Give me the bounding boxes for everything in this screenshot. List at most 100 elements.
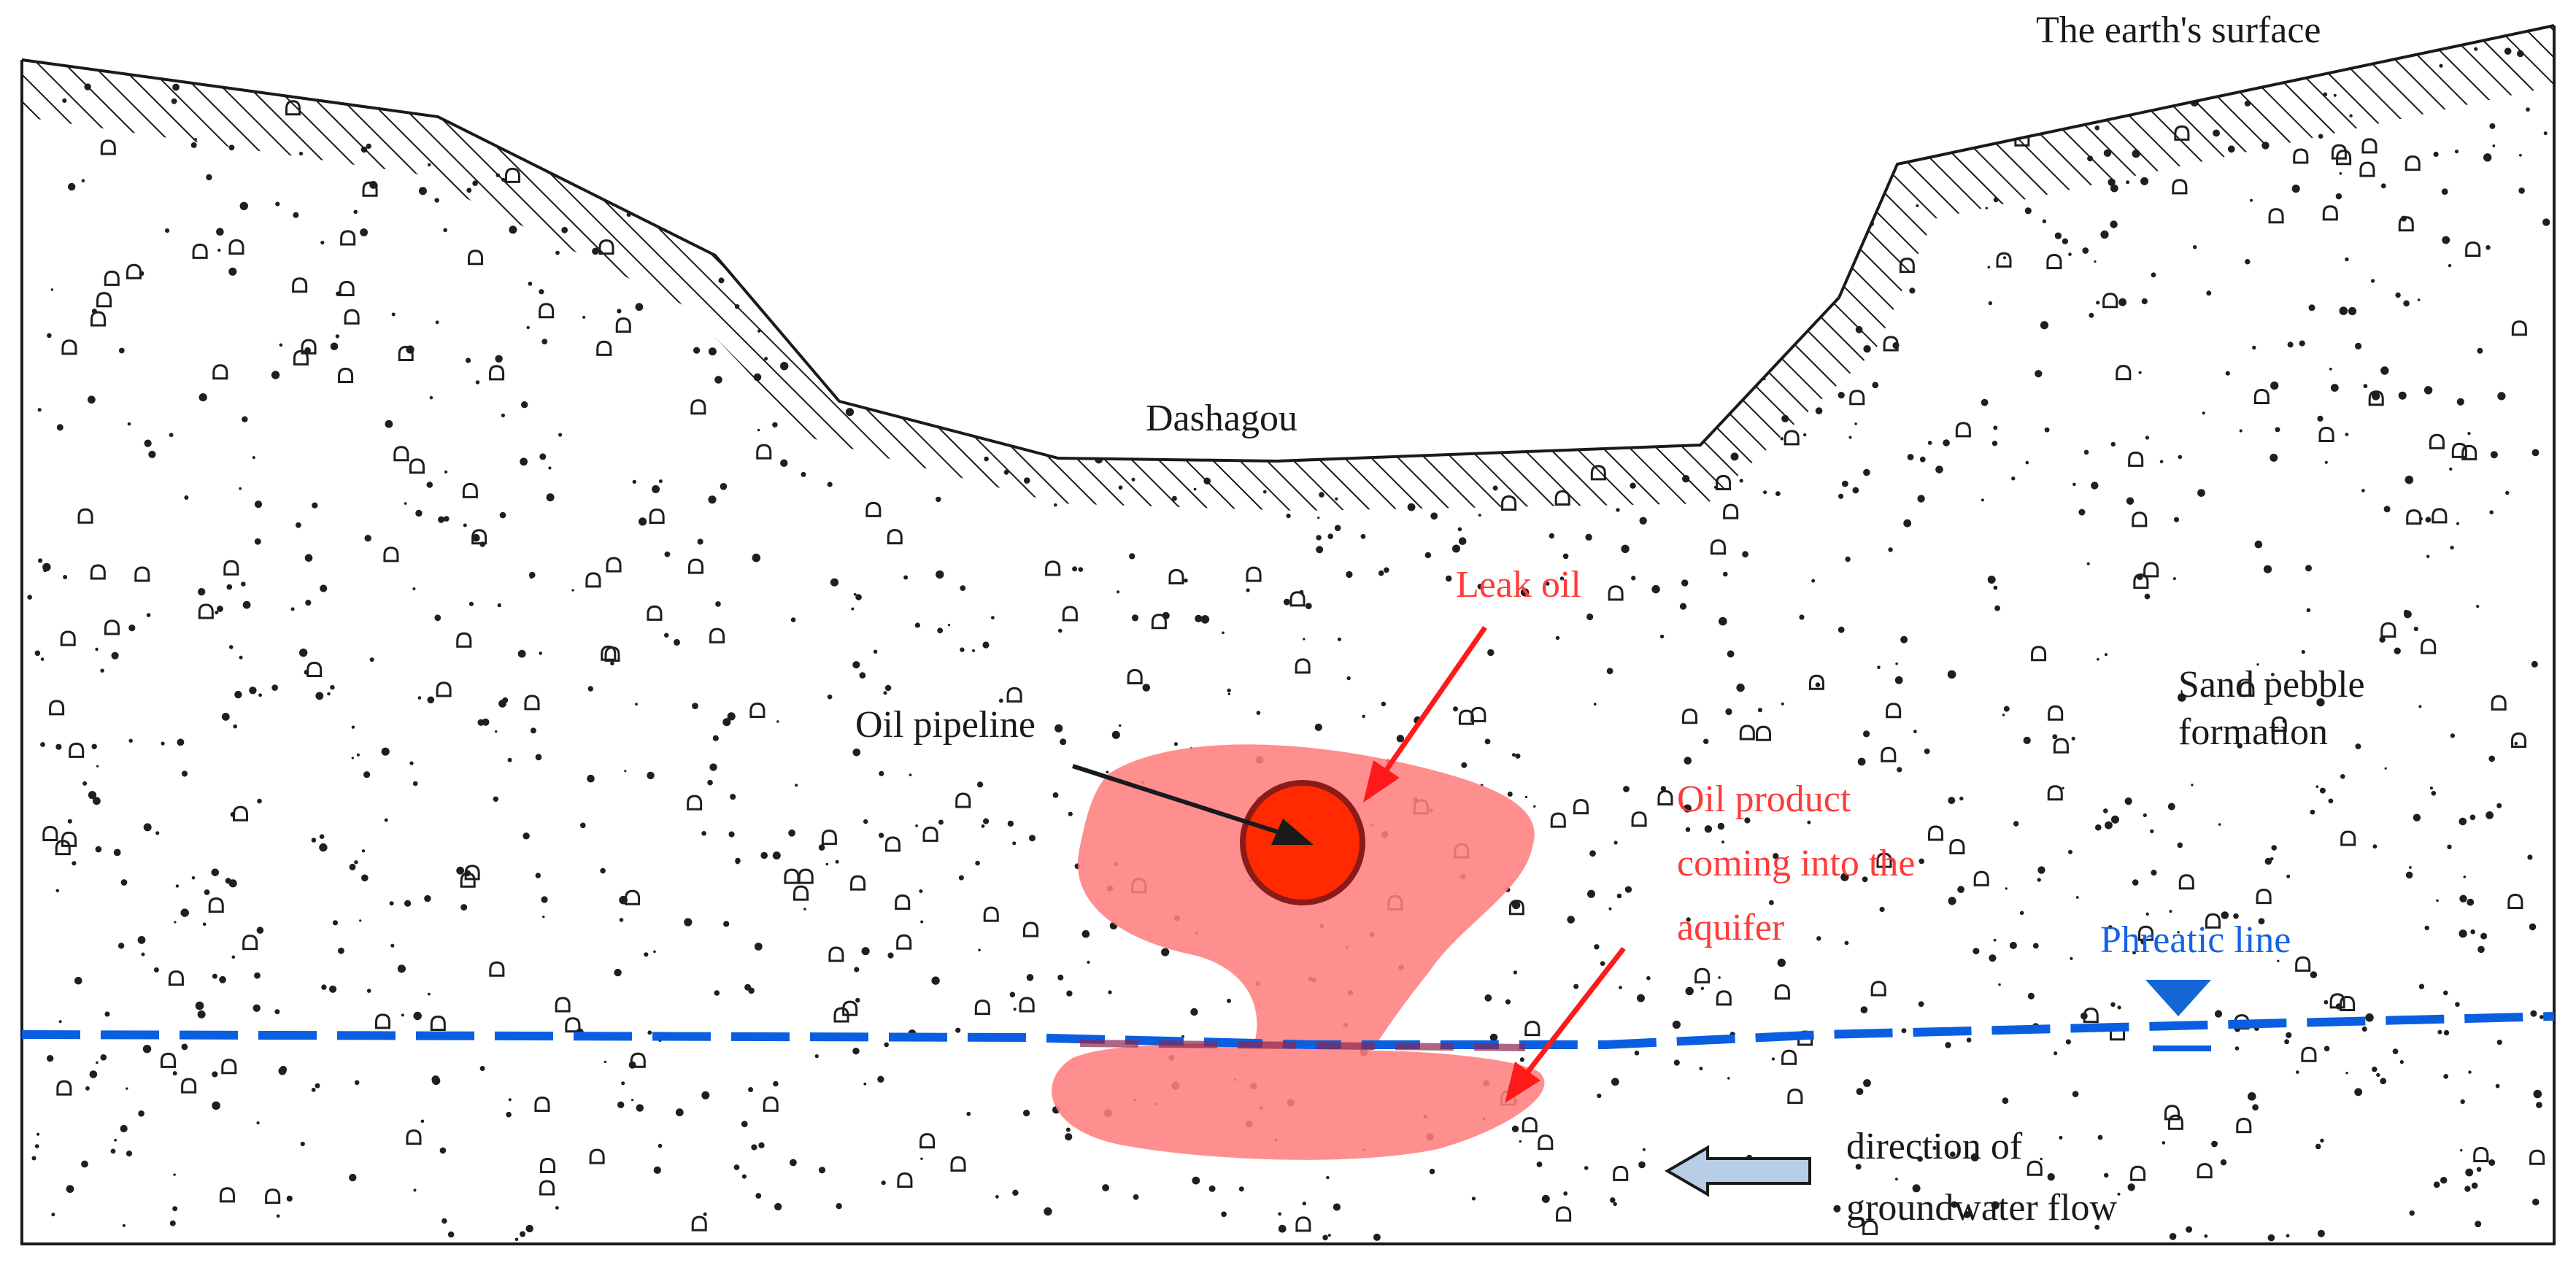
sediment-dot (852, 661, 860, 669)
sediment-dot (1872, 382, 1879, 389)
sediment-dot (1200, 615, 1210, 624)
sediment-dot (835, 859, 839, 864)
sediment-dot (2455, 1002, 2460, 1007)
sediment-dot (55, 889, 60, 893)
pebble-mark (756, 444, 772, 460)
sediment-dot (1959, 796, 1964, 801)
sediment-dot (2263, 565, 2272, 573)
sediment-dot (1102, 1184, 1109, 1191)
pebble-mark (100, 139, 116, 155)
sediment-dot (784, 172, 792, 180)
sediment-dot (2330, 384, 2339, 392)
sediment-dot (1862, 876, 1868, 883)
sediment-dot (1125, 163, 1130, 169)
sediment-dot (855, 594, 862, 600)
pebble-mark (2318, 426, 2334, 442)
sediment-dot (174, 921, 177, 924)
pebble-mark (2253, 388, 2270, 404)
sediment-dot (2354, 1088, 2363, 1097)
sediment-dot (2417, 298, 2421, 301)
sediment-dot (1775, 491, 1781, 496)
sediment-dot (1276, 332, 1284, 341)
pebble-mark (2271, 716, 2287, 732)
sediment-dot (2379, 636, 2386, 643)
sediment-dot (111, 652, 119, 660)
sediment-dot (110, 1148, 116, 1154)
pebble-mark (738, 136, 754, 152)
sediment-dot (1012, 1189, 1019, 1197)
sediment-dot (212, 1101, 220, 1110)
sediment-dot (252, 1004, 261, 1013)
sediment-dot (88, 791, 97, 800)
pebble-mark (1041, 293, 1057, 309)
pebble-mark (2473, 1147, 2489, 1163)
sediment-dot (190, 142, 197, 148)
sediment-dot (1549, 533, 1555, 539)
pebble-mark (540, 1157, 556, 1173)
sediment-dot (1924, 748, 1930, 754)
sediment-dot (2361, 1027, 2367, 1032)
sediment-dot (231, 955, 236, 959)
sediment-dot (2197, 489, 2205, 497)
sediment-dot (138, 1110, 144, 1117)
sediment-dot (2028, 71, 2037, 80)
sediment-dot (1542, 168, 1549, 174)
sediment-dot (2395, 292, 2401, 298)
sediment-dot (1429, 1168, 1435, 1175)
sediment-dot (2348, 306, 2357, 316)
sediment-dot (664, 551, 671, 557)
sediment-dot (920, 920, 924, 924)
sediment-dot (1362, 714, 1365, 719)
sediment-dot (2310, 809, 2315, 815)
sediment-dot (1559, 576, 1565, 581)
sediment-dot (1286, 514, 1291, 519)
pebble-mark (1756, 725, 1772, 741)
sediment-dot (995, 160, 1001, 166)
sediment-dot (1478, 514, 1481, 517)
sediment-dot (1351, 110, 1359, 117)
sediment-dot (332, 920, 339, 926)
pebble-mark (1716, 990, 1732, 1006)
sediment-dot (204, 889, 210, 895)
sediment-dot (2002, 1097, 2009, 1105)
sediment-dot (1208, 1185, 1216, 1192)
sediment-dot (2495, 1083, 2500, 1089)
sediment-dot (428, 992, 431, 996)
sediment-dot (2437, 1029, 2442, 1035)
sediment-dot (1536, 1161, 1543, 1167)
sediment-dot (1317, 517, 1320, 519)
sediment-dot (639, 517, 647, 526)
sediment-dot (397, 964, 406, 973)
pebble-mark (2236, 1118, 2252, 1134)
sediment-dot (2023, 736, 2031, 745)
sediment-dot (541, 896, 548, 903)
sediment-dot (915, 824, 918, 827)
sediment-dot (1157, 198, 1166, 207)
sediment-dot (1565, 247, 1573, 255)
sediment-dot (257, 798, 262, 804)
sediment-dot (2480, 932, 2488, 940)
sediment-dot (2363, 384, 2368, 389)
pebble-mark (605, 144, 621, 161)
sediment-dot (598, 146, 603, 150)
sediment-dot (1541, 1194, 1550, 1203)
sediment-dot (656, 82, 663, 89)
sediment-dot (2162, 1141, 2166, 1145)
sediment-dot (463, 523, 467, 527)
sediment-dot (364, 535, 371, 542)
sediment-dot (539, 652, 542, 655)
sediment-dot (2355, 743, 2361, 750)
sediment-dot (814, 1054, 819, 1059)
sediment-dot (754, 943, 763, 951)
sediment-dot (177, 738, 185, 746)
pebble-mark (647, 605, 663, 621)
sediment-dot (936, 496, 941, 503)
sediment-dot (1402, 317, 1405, 320)
sediment-dot (2531, 449, 2540, 457)
sediment-dot (1558, 257, 1562, 262)
sediment-dot (1411, 411, 1416, 415)
sediment-dot (1567, 916, 1575, 924)
oil-pipeline-arrow (1072, 764, 1314, 845)
sediment-dot (1078, 567, 1084, 572)
sediment-dot (143, 823, 152, 832)
